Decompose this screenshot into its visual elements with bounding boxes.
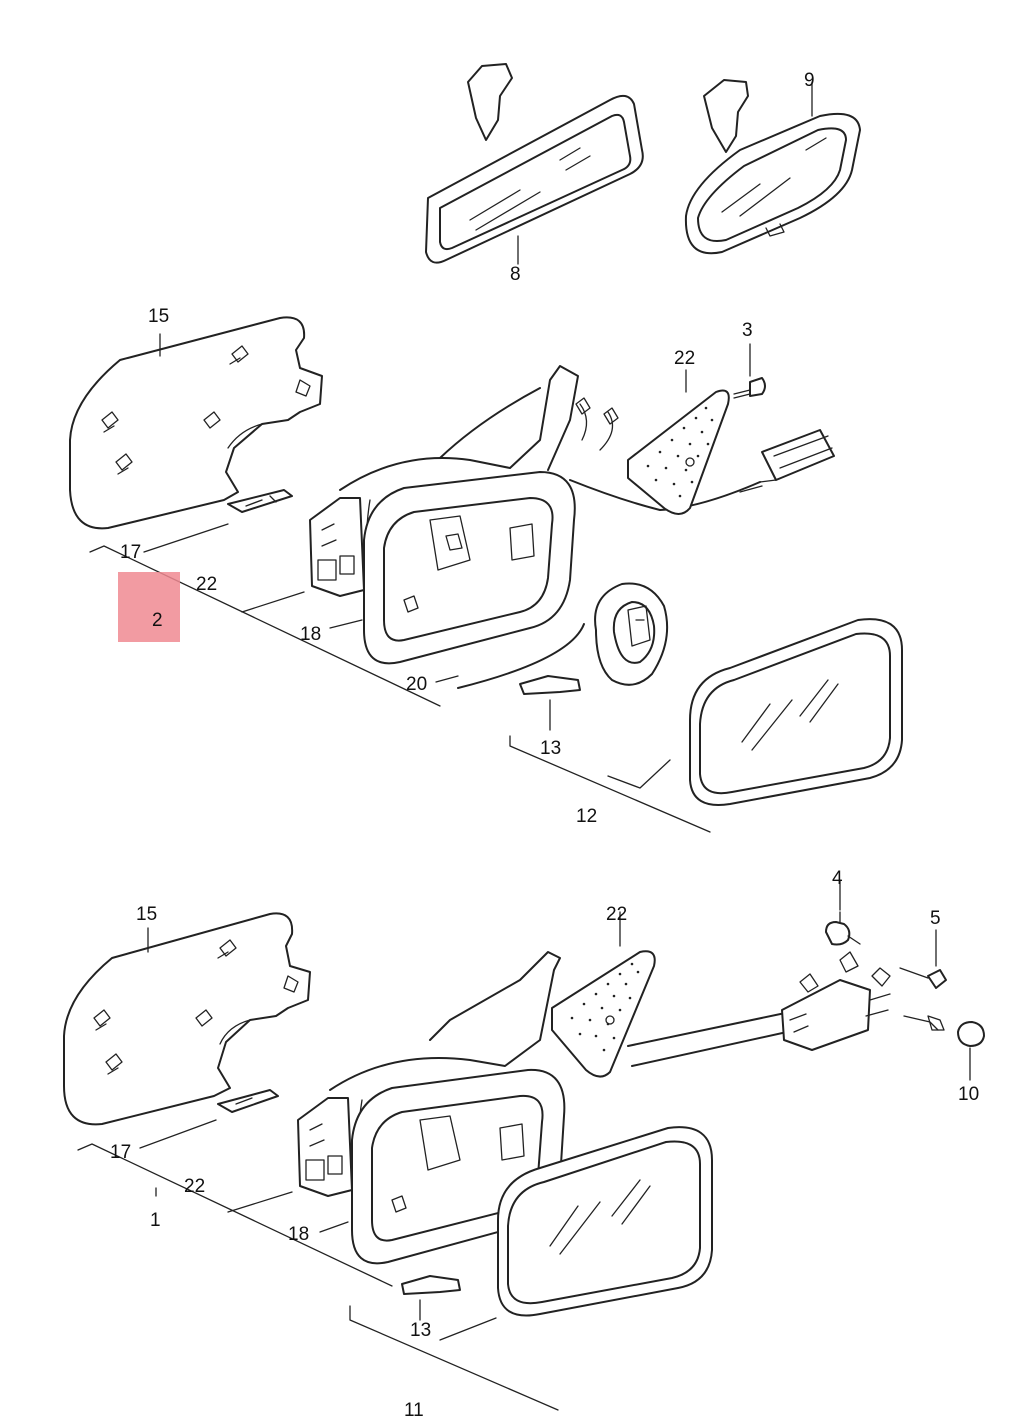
texture-dots-b: [570, 962, 640, 1052]
clip-17b: [217, 1089, 279, 1113]
callout-2: 2: [152, 610, 163, 631]
callout-17-upper: 17: [120, 542, 141, 563]
callout-5: 5: [930, 908, 941, 929]
clip-13a: [519, 675, 581, 695]
housing-cap-15b: [63, 912, 311, 1126]
callout-11: 11: [404, 1400, 424, 1421]
mirror-glass-11: [497, 1126, 713, 1317]
callout-20: 20: [406, 674, 427, 695]
callout-22-lower-bracket: 22: [184, 1176, 205, 1197]
mirror-glass-12: [689, 618, 903, 806]
callout-1: 1: [150, 1210, 161, 1231]
callout-10: 10: [958, 1084, 979, 1105]
housing-cap-15: [69, 316, 323, 530]
callout-18-upper: 18: [300, 624, 321, 645]
triangle-cover-22c: [551, 950, 656, 1078]
callout-4: 4: [832, 868, 843, 889]
callout-22-lower-cover: 22: [606, 904, 627, 925]
interior-mirror-9: [684, 79, 861, 255]
callout-12: 12: [576, 806, 597, 827]
upper-mirror-assembly: [69, 316, 903, 833]
callout-13-lower: 13: [410, 1320, 431, 1341]
callout-22-upper-cover: 22: [674, 348, 695, 369]
highlight-part-2: [118, 572, 180, 642]
callout-3: 3: [742, 320, 753, 341]
triangle-cover-22a: [627, 389, 730, 515]
callout-9: 9: [804, 70, 815, 91]
callout-13-upper: 13: [540, 738, 561, 759]
adjuster-plate-18: [363, 471, 576, 665]
interior-mirror-8: [425, 63, 644, 265]
callout-18-lower: 18: [288, 1224, 309, 1245]
callout-17-lower: 17: [110, 1142, 131, 1163]
callout-15-upper: 15: [148, 306, 169, 327]
lower-mirror-assembly: [63, 879, 985, 1411]
clip-13b: [401, 1275, 461, 1295]
callout-22-upper-bracket: 22: [196, 574, 217, 595]
texture-dots: [646, 406, 714, 498]
callout-15-lower: 15: [136, 904, 157, 925]
callout-8: 8: [510, 264, 521, 285]
